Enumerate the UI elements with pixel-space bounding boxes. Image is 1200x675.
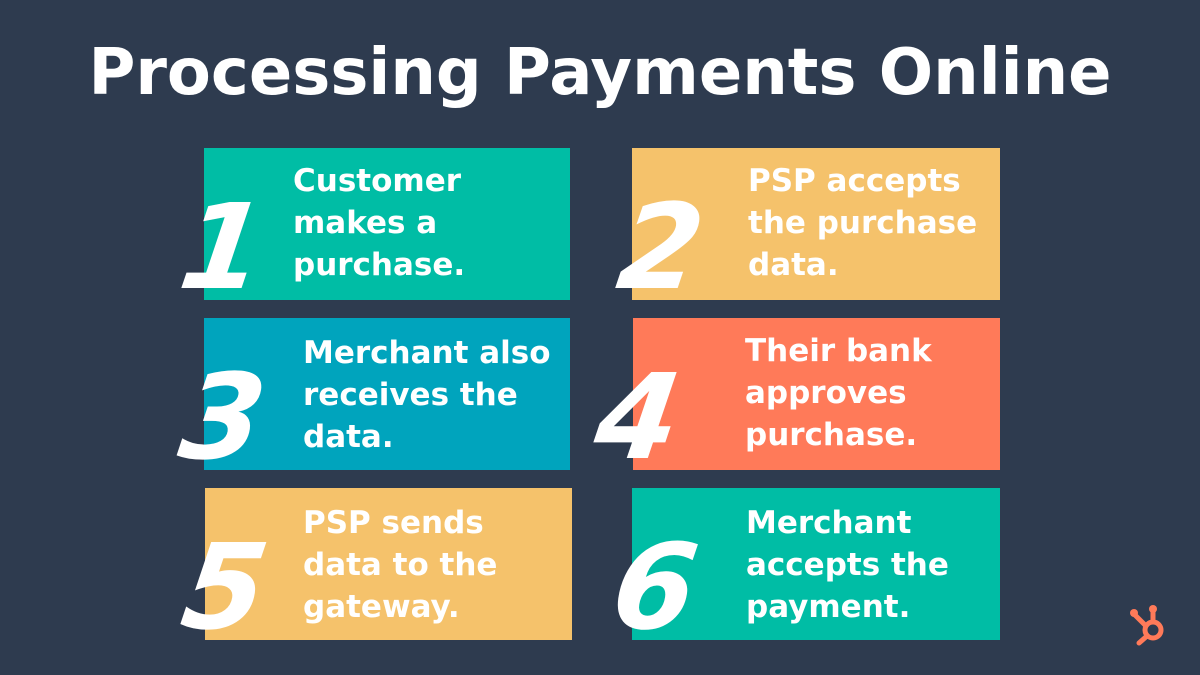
page-title: Processing Payments Online (88, 36, 1112, 110)
step-1: 1 Customer makes a purchase. (172, 148, 570, 316)
step-4-number: 4 (587, 348, 689, 486)
step-6-text: Merchant accepts the payment. (746, 505, 949, 625)
step-5-box (205, 488, 572, 640)
step-6-box (632, 488, 1000, 640)
step-4-box (633, 318, 1000, 470)
step-1-number: 1 (172, 178, 274, 316)
hubspot-sprocket-icon (1130, 605, 1164, 646)
step-3-box (204, 318, 570, 470)
step-1-text: Customer makes a purchase. (293, 163, 466, 283)
step-6: 6 Merchant accepts the payment. (604, 488, 1000, 656)
step-3-number: 3 (172, 348, 274, 486)
step-5: 5 PSP sends data to the gateway. (174, 488, 572, 656)
step-6-number: 6 (604, 518, 706, 656)
step-5-number: 5 (174, 518, 276, 656)
step-2-text: PSP accepts the purchase data. (748, 163, 978, 283)
step-5-text: PSP sends data to the gateway. (303, 505, 498, 625)
step-1-box (204, 148, 570, 300)
step-2-number: 2 (610, 178, 712, 316)
step-2: 2 PSP accepts the purchase data. (610, 148, 1000, 316)
step-3-text: Merchant also receives the data. (303, 335, 551, 455)
step-2-box (632, 148, 1000, 300)
step-4-text: Their bank approves purchase. (745, 333, 932, 453)
step-4: 4 Their bank approves purchase. (587, 318, 1000, 486)
step-3: 3 Merchant also receives the data. (172, 318, 570, 486)
